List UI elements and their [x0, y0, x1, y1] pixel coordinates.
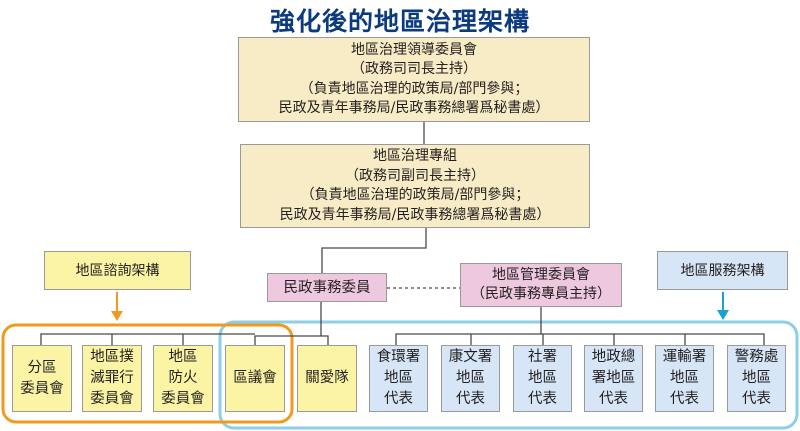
fire-safety-committee-line-3: 委員會: [161, 391, 205, 407]
td-rep-line-2: 地區: [670, 370, 699, 386]
care-teams-label: 關愛隊: [305, 370, 349, 386]
service-framework-box: 地區服務架構: [657, 251, 788, 290]
fight-crime-committee-box: 地區撲 滅罪行 委員會: [82, 345, 142, 412]
td-rep-line-1: 運輸署: [662, 349, 707, 365]
swd-rep-box: 社署 地區 代表: [513, 345, 572, 412]
police-rep-line-1: 警務處: [734, 349, 779, 365]
leadership-committee-participants: （負責地區治理的政策局/部門參與；: [299, 80, 529, 97]
fire-safety-committee-box: 地區 防火 委員會: [153, 345, 213, 412]
service-framework-group-frame: [218, 320, 799, 430]
landsd-rep-line-2: 署地區: [591, 370, 636, 386]
lcsd-rep-line-3: 代表: [456, 391, 485, 407]
area-committees-box: 分區 委員會: [12, 345, 72, 412]
fight-crime-committee-line-1: 地區撲: [90, 349, 134, 365]
fehd-rep-box: 食環署 地區 代表: [369, 345, 428, 412]
connector-consultation-children: [40, 333, 255, 345]
area-committees-line-2: 委員會: [20, 380, 64, 397]
consultation-arrow-head: [111, 311, 123, 321]
area-committees-line-1: 分區: [27, 359, 57, 376]
service-framework-label: 地區服務架構: [680, 262, 765, 279]
fehd-rep-line-1: 食環署: [376, 349, 421, 365]
district-management-committee-name: 地區管理委員會: [492, 267, 590, 283]
connector-officer-children: [254, 335, 329, 345]
task-force-name: 地區治理專組: [373, 148, 457, 164]
district-council-label: 區議會: [233, 370, 277, 386]
consultation-framework-label: 地區諮詢架構: [75, 262, 160, 279]
td-rep-line-3: 代表: [670, 391, 699, 407]
landsd-rep-box: 地政總 署地區 代表: [584, 345, 643, 412]
fight-crime-committee-line-2: 滅罪行: [90, 370, 134, 386]
landsd-rep-line-3: 代表: [599, 391, 628, 407]
swd-rep-line-1: 社署: [528, 349, 557, 365]
task-force-secretariat: 民政及青年事務局/民政事務總署爲秘書處）: [279, 206, 551, 223]
fire-safety-committee-line-1: 地區: [168, 349, 198, 365]
leadership-committee-chair: （政務司司長主持）: [351, 61, 477, 77]
district-officer-box: 民政事務委員: [267, 273, 387, 302]
landsd-rep-line-1: 地政總: [591, 349, 636, 365]
connector-department-children: [395, 333, 765, 345]
swd-rep-line-2: 地區: [528, 370, 557, 386]
consultation-framework-group-frame: [1, 323, 294, 424]
police-rep-line-2: 地區: [742, 370, 771, 386]
lcsd-rep-box: 康文署 地區 代表: [441, 345, 500, 412]
swd-rep-line-3: 代表: [528, 391, 557, 407]
police-rep-line-3: 代表: [742, 391, 771, 407]
police-rep-box: 警務處 地區 代表: [727, 345, 786, 412]
fight-crime-committee-line-3: 委員會: [90, 391, 134, 407]
lcsd-rep-line-1: 康文署: [448, 349, 493, 365]
district-management-committee-chair: （民政事務專員主持）: [471, 286, 611, 302]
district-council-box: 區議會: [225, 345, 285, 412]
task-force-chair: （政務司副司長主持）: [345, 167, 485, 184]
district-management-committee-box: 地區管理委員會 （民政事務專員主持）: [460, 263, 622, 307]
service-arrow-head: [717, 310, 729, 320]
leadership-committee-box: 地區治理領導委員會 （政務司司長主持） （負責地區治理的政策局/部門參與； 民政…: [238, 37, 590, 122]
page-title: 強化後的地區治理架構: [269, 7, 530, 36]
fehd-rep-line-3: 代表: [384, 391, 413, 407]
care-teams-box: 關愛隊: [297, 345, 357, 412]
fehd-rep-line-2: 地區: [384, 370, 413, 386]
leadership-committee-name: 地區治理領導委員會: [351, 41, 477, 58]
leadership-committee-secretariat: 民政及青年事務局/民政事務總署爲秘書處）: [278, 100, 550, 116]
lcsd-rep-line-2: 地區: [456, 370, 485, 386]
task-force-box: 地區治理專組 （政務司副司長主持） （負責地區治理的政策局/部門參與； 民政及青…: [240, 144, 590, 228]
td-rep-box: 運輸署 地區 代表: [655, 345, 714, 412]
task-force-participants: （負責地區治理的政策局/部門參與；: [300, 187, 530, 203]
connector-taskforce-to-officer: [321, 228, 427, 273]
consultation-framework-box: 地區諮詢架構: [44, 251, 191, 290]
fire-safety-committee-line-2: 防火: [168, 370, 198, 386]
district-officer-label: 民政事務委員: [283, 279, 371, 296]
